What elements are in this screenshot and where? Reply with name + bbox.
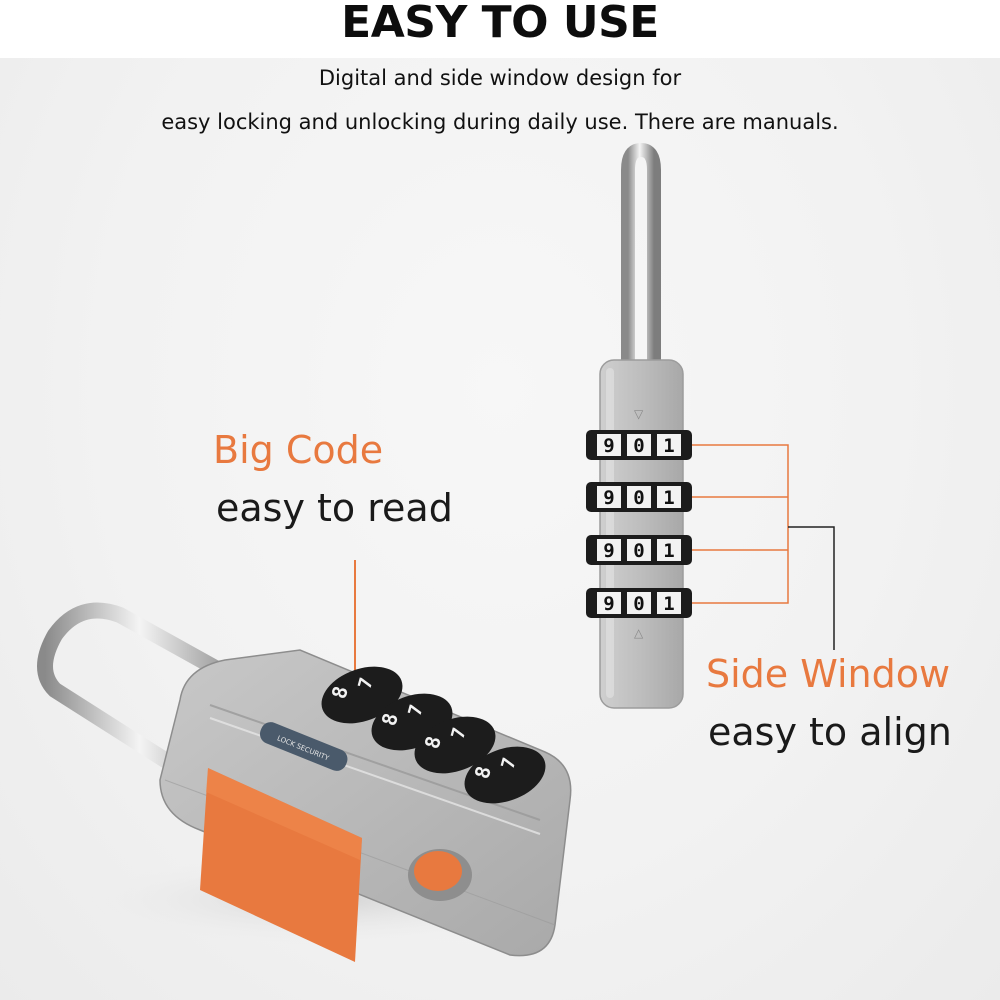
svg-text:0: 0	[633, 540, 644, 562]
side-dial-2: 9 0 1	[586, 482, 692, 512]
svg-text:1: 1	[663, 593, 674, 615]
side-window-bracket	[692, 444, 835, 650]
side-view-lock: ▽ △ 9 0 1 9 0 1 9 0 1	[586, 142, 835, 709]
subtitle-line-2: easy locking and unlocking during daily …	[161, 110, 839, 134]
svg-text:▽: ▽	[634, 407, 644, 421]
svg-text:8: 8	[377, 710, 403, 728]
svg-text:7: 7	[405, 702, 428, 718]
svg-text:9: 9	[603, 540, 614, 562]
svg-text:0: 0	[633, 593, 644, 615]
svg-text:△: △	[634, 626, 644, 640]
svg-text:1: 1	[663, 435, 674, 457]
svg-text:8: 8	[420, 733, 446, 751]
svg-text:0: 0	[633, 487, 644, 509]
side-window-description: easy to align	[708, 710, 952, 754]
svg-text:9: 9	[603, 435, 614, 457]
big-code-title: Big Code	[213, 428, 384, 472]
side-dial-3: 9 0 1	[586, 535, 692, 565]
side-dial-4: 9 0 1	[586, 588, 692, 618]
svg-text:9: 9	[603, 593, 614, 615]
front-dial-1: 8 7	[321, 666, 403, 724]
front-view-lock: LOCK SECURITY 8 7 8 7 8 7 8 7	[37, 602, 580, 962]
svg-text:1: 1	[663, 540, 674, 562]
svg-text:1: 1	[663, 487, 674, 509]
side-dial-1: 9 0 1	[586, 430, 692, 460]
big-code-description: easy to read	[216, 486, 453, 530]
svg-text:0: 0	[633, 435, 644, 457]
svg-text:9: 9	[603, 487, 614, 509]
svg-text:8: 8	[327, 683, 353, 701]
page-title: EASY TO USE	[0, 0, 1000, 58]
front-dial-3: 8 7	[414, 716, 496, 774]
subtitle-line-1: Digital and side window design for	[318, 66, 682, 90]
side-window-title: Side Window	[706, 652, 951, 696]
svg-text:7: 7	[498, 755, 521, 771]
svg-text:8: 8	[470, 763, 496, 781]
front-dial-4: 8 7	[464, 746, 546, 804]
svg-text:7: 7	[448, 725, 471, 741]
svg-text:7: 7	[355, 675, 378, 691]
